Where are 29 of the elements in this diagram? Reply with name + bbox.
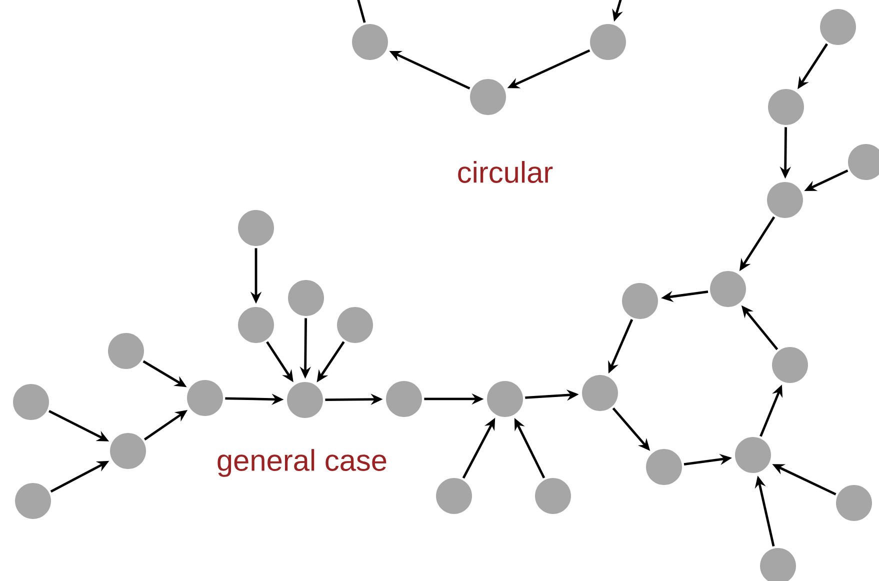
dot <box>108 332 144 369</box>
dot <box>238 210 274 246</box>
dot <box>487 380 523 417</box>
dot <box>820 9 856 45</box>
dot <box>470 79 506 115</box>
dot <box>337 306 373 343</box>
dot <box>13 384 49 420</box>
dot <box>386 380 422 417</box>
dot <box>772 346 808 383</box>
dot <box>535 478 571 514</box>
dot <box>836 484 872 521</box>
dot <box>287 382 323 418</box>
dot <box>710 270 746 307</box>
dot <box>238 306 274 343</box>
dot <box>767 182 803 218</box>
caption-text: circular <box>458 161 553 183</box>
dot <box>187 380 223 416</box>
dot <box>15 482 51 519</box>
dot <box>590 24 626 60</box>
dot <box>735 436 771 473</box>
dot <box>110 432 146 469</box>
dot <box>768 88 804 125</box>
dot <box>436 478 472 514</box>
caption-text: general case <box>218 449 386 477</box>
dot <box>288 280 324 316</box>
dot <box>582 374 618 411</box>
dot <box>352 24 388 60</box>
dot <box>646 448 682 485</box>
dot <box>622 282 658 319</box>
